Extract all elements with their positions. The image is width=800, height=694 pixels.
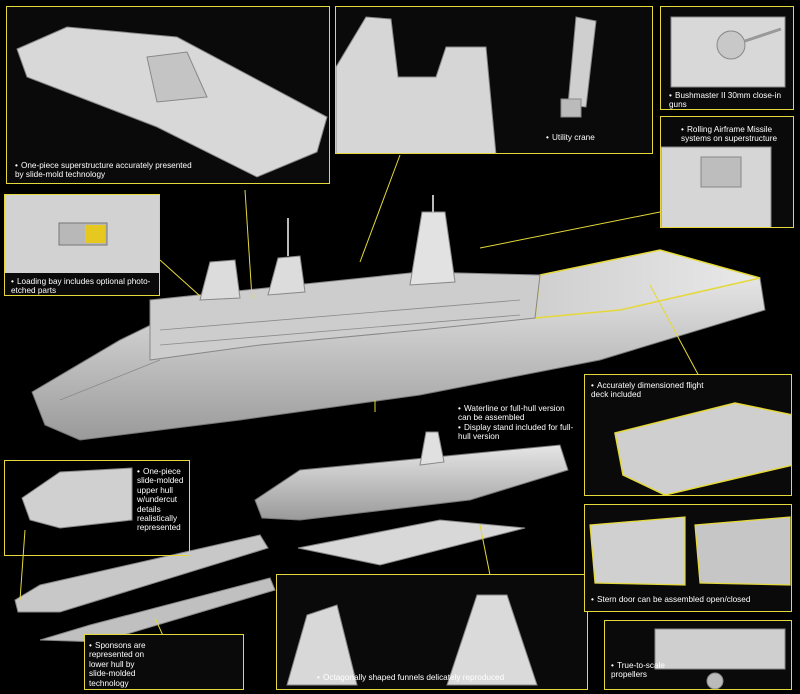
caption-stern-door: •Stern door can be assembled open/closed — [591, 595, 751, 604]
caption-loading-bay: •Loading bay includes optional photo-etc… — [11, 277, 151, 296]
caption-superstructure: •One-piece superstructure accurately pre… — [15, 161, 192, 180]
panel-bushmaster: •Bushmaster II 30mm close-in guns — [660, 6, 794, 110]
bushmaster-part-image — [670, 16, 786, 88]
upper-hull-part — [21, 467, 133, 529]
caption-bushmaster: •Bushmaster II 30mm close-in guns — [669, 91, 782, 110]
panel-sponsons: •Sponsons are represented on lower hull … — [84, 634, 244, 690]
aft-funnel — [409, 211, 456, 286]
propellers-part-image — [654, 628, 786, 689]
mid-funnel — [267, 255, 306, 296]
display-ship-funnel — [419, 431, 445, 466]
leader-lines — [19, 154, 701, 641]
stern-door-part-image — [589, 516, 791, 586]
forward-funnel — [199, 259, 241, 301]
caption-propellers: •True-to-scale propellers — [611, 661, 665, 680]
caption-upper-hull: •One-piece slide-molded upper hull w/und… — [137, 467, 184, 533]
panel-upper-hull: •One-piece slide-molded upper hull w/und… — [4, 460, 190, 556]
caption-flight-deck: •Accurately dimensioned flight deck incl… — [591, 381, 704, 400]
panel-funnels: •Octagonally shaped funnels delicately r… — [276, 574, 588, 690]
caption-sponsons: •Sponsons are represented on lower hull … — [89, 641, 146, 688]
display-stand — [297, 519, 526, 566]
lower-hull-part-1 — [14, 534, 269, 613]
ram-part-image — [661, 146, 772, 227]
display-ship-hull — [254, 444, 569, 521]
hull-detail-lines — [59, 299, 521, 401]
panel-loading-bay: •Loading bay includes optional photo-etc… — [4, 194, 160, 296]
caption-stand: •Display stand included for full-hull ve… — [458, 423, 574, 442]
panel-propellers: •True-to-scale propellers — [604, 620, 792, 690]
panel-ram-missile: •Rolling Airframe Missile systems on sup… — [660, 116, 794, 228]
caption-funnels: •Octagonally shaped funnels delicately r… — [317, 673, 505, 682]
caption-ram-missile: •Rolling Airframe Missile systems on sup… — [681, 125, 778, 144]
flight-deck-part-image — [614, 402, 791, 495]
caption-utility-crane: •Utility crane — [546, 133, 595, 142]
caption-waterline: •Waterline or full-hull version can be a… — [458, 404, 565, 423]
loading-bay-part-image — [5, 195, 159, 273]
panel-superstructure: •One-piece superstructure accurately pre… — [6, 6, 330, 184]
panel-stern-door: •Stern door can be assembled open/closed — [584, 504, 792, 612]
panel-utility-crane: •Utility crane — [335, 6, 653, 154]
funnels-part-image — [286, 594, 538, 686]
superstructure-part-image — [16, 26, 328, 178]
panel-flight-deck: •Accurately dimensioned flight deck incl… — [584, 374, 792, 496]
crane-part-image — [336, 16, 597, 153]
